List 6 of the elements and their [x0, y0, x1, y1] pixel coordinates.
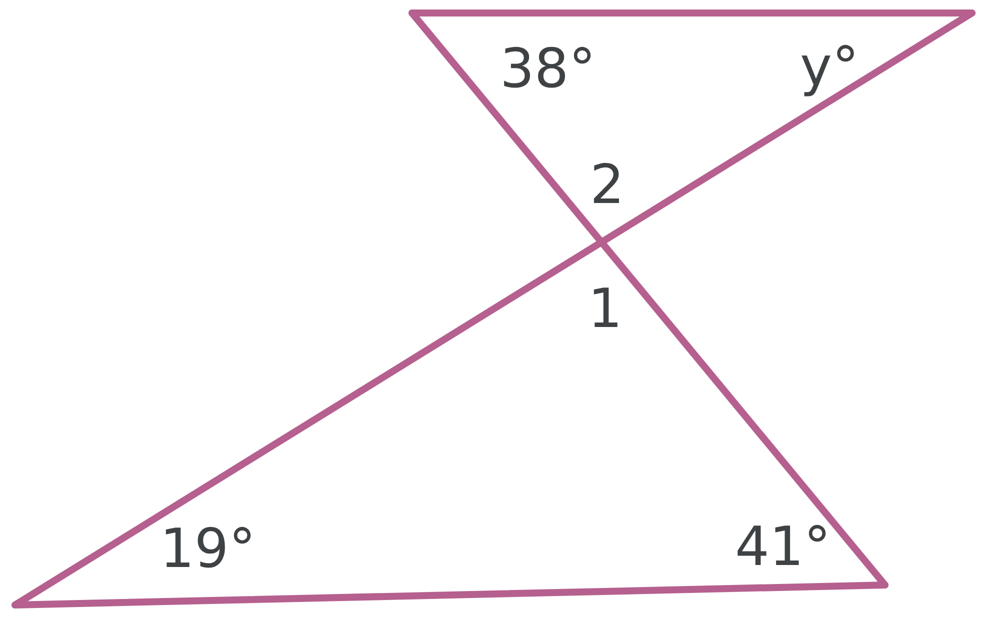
- angle-label: 41°: [735, 520, 831, 574]
- angle-label: 38°: [500, 42, 596, 96]
- angle-label: y°: [800, 40, 859, 94]
- angle-label: 19°: [160, 522, 256, 576]
- angle-number: 1: [588, 282, 622, 336]
- angle-number: 2: [590, 158, 624, 212]
